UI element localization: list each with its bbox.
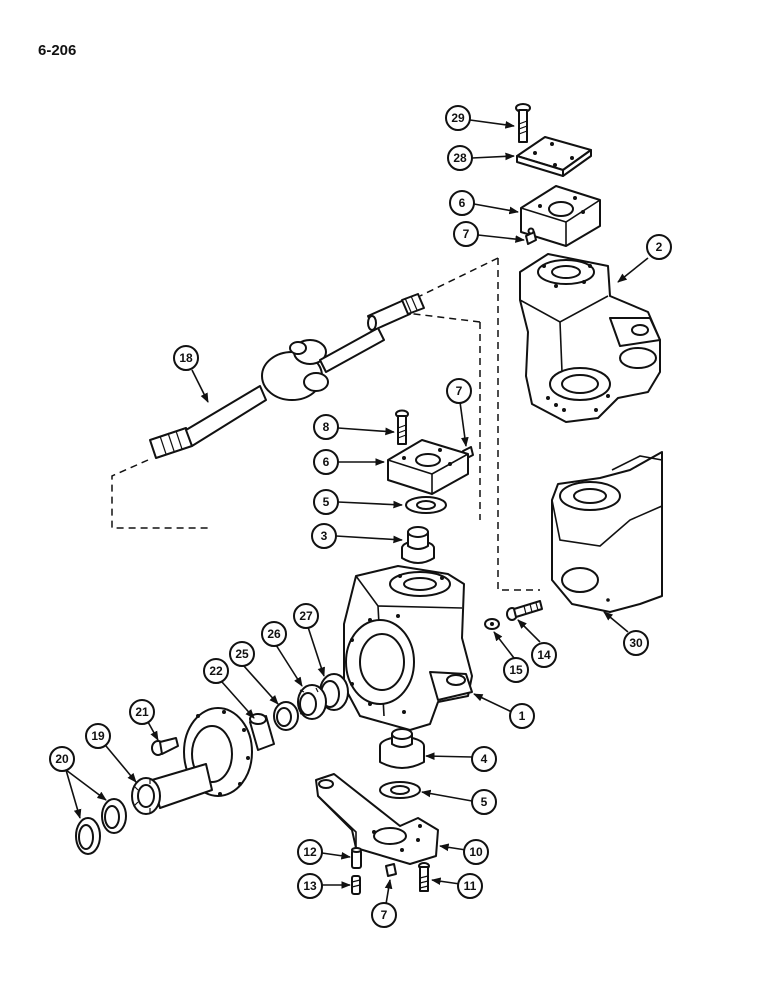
callout-15: 15 <box>503 657 529 683</box>
plate-28 <box>516 136 592 177</box>
dowel-pin-12 <box>351 847 362 869</box>
svg-text:20: 20 <box>55 752 69 766</box>
svg-text:15: 15 <box>509 663 523 677</box>
callout-20: 20 <box>49 746 75 772</box>
kingpin-bushing-4 <box>379 728 425 769</box>
callout-6-lower: 6 <box>313 449 339 475</box>
callout-13: 13 <box>297 873 323 899</box>
svg-text:5: 5 <box>481 795 488 809</box>
page-number: 6-206 <box>38 42 77 59</box>
svg-text:6: 6 <box>459 196 466 210</box>
axle-shaft-18 <box>149 293 425 459</box>
ring-25 <box>273 701 299 731</box>
callout-25: 25 <box>229 641 255 667</box>
callout-19: 19 <box>85 723 111 749</box>
snap-rings-20 <box>75 798 127 855</box>
cap-6-upper <box>520 185 601 247</box>
callout-7-lower: 7 <box>371 902 397 928</box>
callout-1: 1 <box>509 703 535 729</box>
leader-lines <box>65 119 649 905</box>
bolt-8 <box>395 409 409 445</box>
svg-text:21: 21 <box>135 705 149 719</box>
bolt-11 <box>418 862 430 892</box>
svg-text:7: 7 <box>456 384 463 398</box>
svg-text:28: 28 <box>453 151 467 165</box>
svg-text:11: 11 <box>464 879 477 893</box>
callout-12: 12 <box>297 839 323 865</box>
svg-text:25: 25 <box>235 647 249 661</box>
callout-7-upper: 7 <box>453 221 479 247</box>
callout-5-upper: 5 <box>313 489 339 515</box>
washer-5-upper <box>405 496 447 514</box>
svg-text:30: 30 <box>629 636 643 650</box>
callout-14: 14 <box>531 642 557 668</box>
svg-text:18: 18 <box>179 351 193 365</box>
callout-3: 3 <box>311 523 337 549</box>
svg-text:5: 5 <box>323 495 330 509</box>
svg-text:1: 1 <box>519 709 526 723</box>
bolt-21 <box>151 737 179 756</box>
callout-6-upper: 6 <box>449 190 475 216</box>
svg-text:8: 8 <box>323 420 330 434</box>
steering-arm-10 <box>315 773 439 865</box>
svg-text:19: 19 <box>91 729 105 743</box>
svg-text:6: 6 <box>323 455 330 469</box>
bushing-22 <box>249 713 275 751</box>
callout-11: 11 <box>457 873 483 899</box>
kingpin-bushing-3 <box>401 526 435 564</box>
callout-18: 18 <box>173 345 199 371</box>
callout-5-lower: 5 <box>471 789 497 815</box>
callout-7-middle: 7 <box>446 378 472 404</box>
svg-text:3: 3 <box>321 529 328 543</box>
grease-fitting-7-upper <box>525 227 537 245</box>
steering-knuckle-1 <box>343 565 473 731</box>
assembly-dashed-lines <box>111 257 540 591</box>
callout-26: 26 <box>261 621 287 647</box>
callout-21: 21 <box>129 699 155 725</box>
cap-6-lower <box>387 439 469 495</box>
svg-text:13: 13 <box>303 879 317 893</box>
nut-15 <box>484 618 500 630</box>
washer-5-lower <box>379 781 421 799</box>
callout-22: 22 <box>203 658 229 684</box>
axle-housing-30 <box>551 451 663 613</box>
callout-2: 2 <box>646 234 672 260</box>
callout-27: 27 <box>293 603 319 629</box>
callout-4: 4 <box>471 746 497 772</box>
svg-text:14: 14 <box>537 648 551 662</box>
svg-text:10: 10 <box>469 845 483 859</box>
svg-text:26: 26 <box>267 627 281 641</box>
bolt-29 <box>515 103 531 143</box>
svg-text:22: 22 <box>209 664 223 678</box>
svg-text:2: 2 <box>656 240 663 254</box>
svg-text:29: 29 <box>451 111 465 125</box>
svg-text:7: 7 <box>463 227 470 241</box>
nut-7-lower <box>385 863 397 877</box>
svg-text:27: 27 <box>299 609 313 623</box>
callout-29: 29 <box>445 105 471 131</box>
dowel-pin-13 <box>351 875 361 895</box>
bolt-14 <box>506 600 543 621</box>
spindle-19 <box>131 707 253 815</box>
knuckle-housing-2 <box>519 253 661 423</box>
callout-28: 28 <box>447 145 473 171</box>
bearing-cone-26 <box>297 684 327 720</box>
callout-10: 10 <box>463 839 489 865</box>
svg-text:12: 12 <box>303 845 317 859</box>
svg-text:4: 4 <box>481 752 488 766</box>
callout-30: 30 <box>623 630 649 656</box>
svg-text:7: 7 <box>381 908 388 922</box>
callout-8: 8 <box>313 414 339 440</box>
